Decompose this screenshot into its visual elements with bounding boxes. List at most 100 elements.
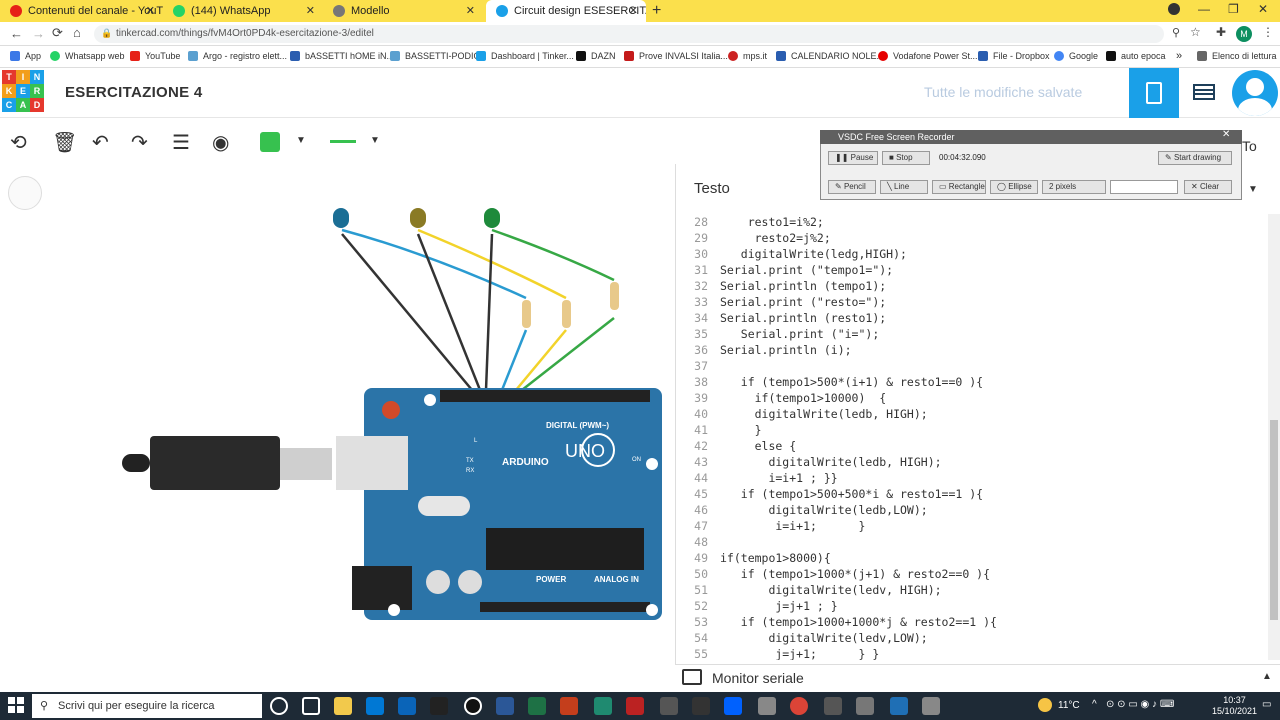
- maximize-button[interactable]: ❐: [1228, 2, 1239, 16]
- tab-modello[interactable]: Modello✕: [323, 0, 483, 22]
- wire-style-icon[interactable]: [330, 140, 356, 143]
- dropbox-icon[interactable]: [724, 697, 742, 715]
- component-list-icon[interactable]: [1193, 84, 1215, 100]
- taskbar-search-input[interactable]: Scrivi qui per eseguire la ricerca: [32, 694, 262, 718]
- avatar[interactable]: M: [1236, 26, 1252, 42]
- star-icon[interactable]: ☆: [1190, 25, 1201, 39]
- amazon-icon[interactable]: [430, 697, 448, 715]
- code-editor[interactable]: 28 resto1=i%2; 29 resto2=j%2; 30 digital…: [694, 215, 997, 660]
- store-icon[interactable]: [366, 697, 384, 715]
- tab-whatsapp[interactable]: (144) WhatsApp✕: [163, 0, 323, 22]
- back-icon[interactable]: ←: [10, 26, 23, 41]
- start-drawing-button[interactable]: ✎ Start drawing: [1158, 151, 1232, 165]
- settings-icon[interactable]: [824, 697, 842, 715]
- url-field[interactable]: tinkercad.com/things/fvM4Ort0PD4k-eserci…: [94, 25, 1164, 43]
- chevron-up-icon[interactable]: ▲: [1262, 671, 1272, 682]
- chevron-down-icon[interactable]: ▼: [370, 135, 380, 146]
- app-icon[interactable]: [856, 697, 874, 715]
- bookmark[interactable]: Vodafone Power St...: [878, 51, 978, 61]
- app-icon[interactable]: [890, 697, 908, 715]
- rectangle-tool[interactable]: ▭ Rectangle: [932, 180, 986, 194]
- chrome-icon[interactable]: [790, 697, 808, 715]
- extensions-icon[interactable]: ✚: [1216, 25, 1227, 39]
- note-icon[interactable]: ☰: [172, 132, 190, 154]
- undo-icon[interactable]: ↶: [92, 132, 109, 154]
- rotate-icon[interactable]: ⟲: [10, 132, 27, 154]
- clear-button[interactable]: ✕ Clear: [1184, 180, 1232, 194]
- app-icon[interactable]: [758, 697, 776, 715]
- bookmark[interactable]: bASSETTI hOME iN...: [290, 51, 394, 61]
- app-icon[interactable]: [594, 697, 612, 715]
- menu-icon[interactable]: ⋮: [1262, 25, 1274, 39]
- user-avatar[interactable]: [1232, 70, 1278, 116]
- trash-icon[interactable]: 🗑: [52, 132, 78, 154]
- notifications-icon[interactable]: ▭: [1262, 699, 1272, 710]
- bookmark[interactable]: Dashboard | Tinker...: [476, 51, 574, 61]
- bookmark[interactable]: BASSETTI-PODIO: [390, 51, 481, 61]
- page-title[interactable]: ESERCITAZIONE 4: [65, 84, 203, 101]
- bookmark[interactable]: Whatsapp web: [50, 51, 125, 61]
- forward-icon[interactable]: →: [32, 26, 45, 41]
- minimize-button[interactable]: —: [1198, 2, 1210, 16]
- pencil-tool[interactable]: ✎ Pencil: [828, 180, 876, 194]
- close-window-button[interactable]: ✕: [1258, 2, 1269, 16]
- tray-chevron-icon[interactable]: ^: [1092, 699, 1097, 710]
- fit-view-icon[interactable]: [8, 176, 42, 210]
- reload-icon[interactable]: ⟳: [52, 25, 63, 40]
- close-icon[interactable]: ✕: [628, 5, 638, 17]
- app-icon[interactable]: [660, 697, 678, 715]
- pause-button[interactable]: ❚❚ Pause: [828, 151, 878, 165]
- bookmark[interactable]: DAZN: [576, 51, 616, 61]
- tab-circuit-design[interactable]: Circuit design ESESERCITAZIONE✕: [486, 0, 646, 22]
- powerpoint-icon[interactable]: [560, 697, 578, 715]
- stroke-width-select[interactable]: 2 pixels: [1042, 180, 1106, 194]
- line-tool[interactable]: ╲ Line: [880, 180, 928, 194]
- bookmark[interactable]: CALENDARIO NOLE...: [776, 51, 884, 61]
- bookmark[interactable]: Prove INVALSI Italia...: [624, 51, 728, 61]
- bookmark[interactable]: App: [10, 51, 41, 61]
- color-select[interactable]: [1110, 180, 1178, 194]
- stop-button[interactable]: ■ Stop: [882, 151, 930, 165]
- redo-icon[interactable]: ↷: [131, 132, 148, 154]
- bookmark[interactable]: auto epoca: [1106, 51, 1166, 61]
- cortana-icon[interactable]: [270, 697, 288, 715]
- tray-icons[interactable]: ⊙ ⊙ ▭ ◉ ♪ ⌨: [1106, 699, 1175, 710]
- app-icon[interactable]: [626, 697, 644, 715]
- reading-list[interactable]: Elenco di lettura: [1197, 51, 1277, 61]
- search-icon[interactable]: ⚲: [1172, 27, 1181, 39]
- weather-temp[interactable]: 11°C: [1058, 700, 1080, 711]
- close-icon[interactable]: ✕: [465, 5, 475, 17]
- close-icon[interactable]: ✕: [1222, 129, 1231, 140]
- chevron-down-icon[interactable]: ▼: [296, 135, 306, 146]
- windows-start-icon[interactable]: [8, 697, 24, 713]
- app-icon[interactable]: [922, 697, 940, 715]
- mail-icon[interactable]: [398, 697, 416, 715]
- eye-icon[interactable]: ◉: [212, 132, 230, 154]
- excel-icon[interactable]: [528, 697, 546, 715]
- circuit-canvas[interactable]: ARDUINO UNO DIGITAL (PWM~) POWER ANALOG …: [0, 164, 675, 664]
- serial-monitor-label[interactable]: Monitor seriale: [712, 670, 804, 686]
- home-icon[interactable]: ⌂: [73, 25, 81, 40]
- close-icon[interactable]: ✕: [145, 5, 155, 17]
- tab-youtube[interactable]: Contenuti del canale - YouTube✕: [0, 0, 163, 22]
- ellipse-tool[interactable]: ◯ Ellipse: [990, 180, 1038, 194]
- serial-monitor-bar[interactable]: [675, 664, 1280, 692]
- file-explorer-icon[interactable]: [334, 697, 352, 715]
- taskbar-clock[interactable]: 10:37 15/10/2021: [1212, 695, 1258, 716]
- more-bookmarks-icon[interactable]: »: [1176, 50, 1183, 62]
- bookmark[interactable]: Argo - registro elett...: [188, 51, 287, 61]
- app-icon[interactable]: [464, 697, 482, 715]
- close-icon[interactable]: ✕: [305, 5, 315, 17]
- bookmark[interactable]: File - Dropbox: [978, 51, 1050, 61]
- code-mode-label[interactable]: Testo: [694, 180, 730, 197]
- circuit-view-button[interactable]: [1129, 68, 1179, 118]
- bookmark[interactable]: mps.it: [728, 51, 767, 61]
- color-swatch[interactable]: [260, 132, 280, 152]
- new-tab-button[interactable]: +: [652, 2, 662, 19]
- bookmark[interactable]: Google: [1054, 51, 1098, 61]
- word-icon[interactable]: [496, 697, 514, 715]
- bookmark[interactable]: YouTube: [130, 51, 180, 61]
- app-icon[interactable]: [692, 697, 710, 715]
- task-view-icon[interactable]: [302, 697, 320, 715]
